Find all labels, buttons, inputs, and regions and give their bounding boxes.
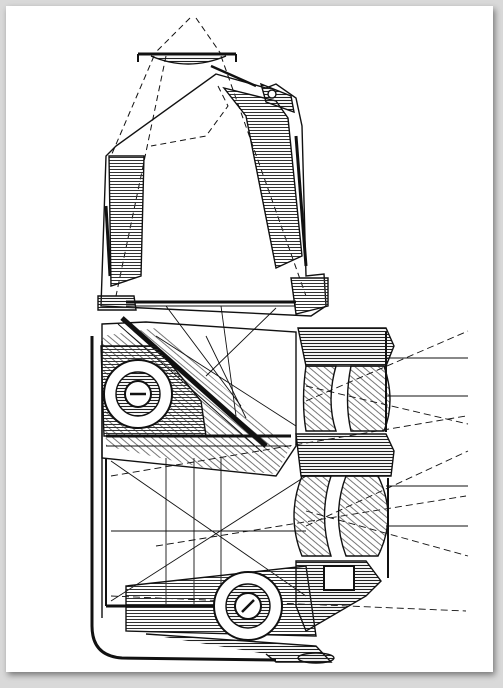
viewing-lens xyxy=(295,327,395,477)
illustration-frame xyxy=(6,6,493,672)
object-rays xyxy=(305,330,469,557)
taking-lens xyxy=(293,475,389,633)
camera-cross-section-diagram xyxy=(90,17,469,664)
viewing-hood xyxy=(97,64,329,317)
focusing-screen xyxy=(126,300,296,307)
film-takeup-spool xyxy=(125,565,335,664)
film-supply-spool xyxy=(100,345,207,437)
